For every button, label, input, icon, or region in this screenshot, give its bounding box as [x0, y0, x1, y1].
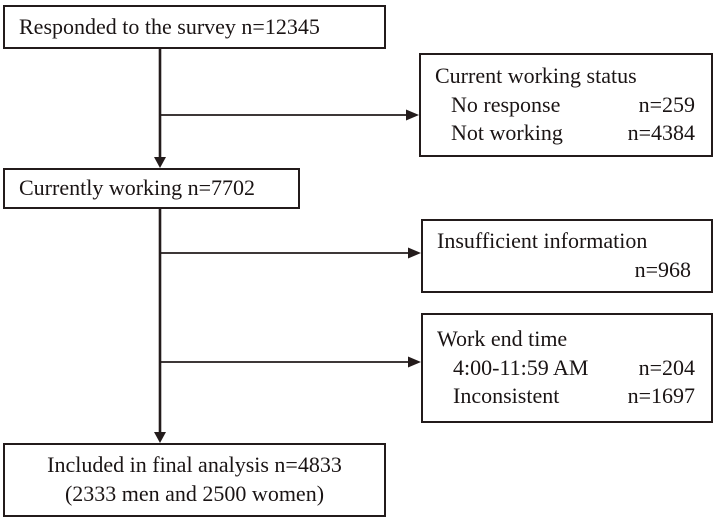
- node-work-end-row: 4:00-11:59 AM n=204: [423, 354, 711, 383]
- node-final-line1: Included in final analysis n=4833: [47, 452, 342, 478]
- row-label: Not working: [451, 120, 563, 146]
- node-current-working-status: Current working status No response n=259…: [419, 53, 713, 157]
- row-value: n=1697: [627, 383, 695, 409]
- node-included-in-final-analysis: Included in final analysis n=4833 (2333 …: [3, 443, 386, 517]
- node-working-status-header: Current working status: [435, 63, 637, 89]
- node-currently-working: Currently working n=7702: [3, 168, 300, 209]
- row-value: n=259: [638, 91, 695, 117]
- row-value: n=204: [638, 354, 695, 380]
- row-label: 4:00-11:59 AM: [453, 354, 589, 380]
- node-insufficient-header: Insufficient information: [437, 228, 648, 254]
- connector-responded-to-working-status: [160, 109, 419, 121]
- row-label: Inconsistent: [453, 383, 560, 409]
- node-work-end-time: Work end time 4:00-11:59 AM n=204 Incons…: [421, 313, 713, 423]
- connector-currently-working-to-work-end: [160, 356, 421, 368]
- row-value: n=4384: [627, 120, 695, 146]
- connector-responded-to-currently-working: [154, 49, 166, 168]
- node-insufficient-information: Insufficient information n=968: [421, 219, 713, 293]
- node-responded-to-survey: Responded to the survey n=12345: [3, 5, 386, 49]
- connector-currently-working-to-insufficient: [160, 247, 421, 259]
- node-work-end-row: Inconsistent n=1697: [423, 382, 711, 411]
- node-currently-working-label: Currently working n=7702: [19, 175, 256, 201]
- node-working-status-row: No response n=259: [421, 91, 711, 120]
- node-responded-label: Responded to the survey n=12345: [19, 13, 320, 39]
- node-final-line2: (2333 men and 2500 women): [64, 481, 325, 506]
- node-insufficient-value: n=968: [634, 257, 691, 282]
- connector-currently-working-to-final: [154, 209, 166, 443]
- node-working-status-row: Not working n=4384: [421, 119, 711, 148]
- row-label: No response: [451, 91, 561, 117]
- node-work-end-header: Work end time: [437, 326, 568, 352]
